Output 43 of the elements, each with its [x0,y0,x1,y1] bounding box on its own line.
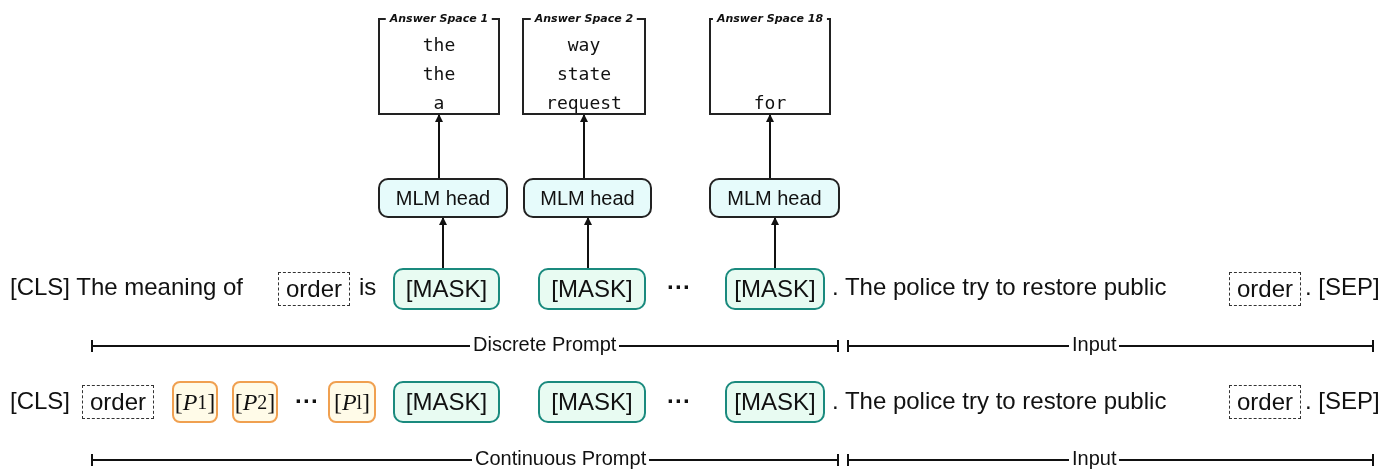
dashed-word-box: order [1229,272,1301,306]
answer-word: request [545,92,623,113]
sentence-text: is [359,275,377,299]
dashed-word-box: order [82,385,154,419]
arrow [766,114,774,179]
ellipsis: ··· [667,275,691,299]
arrow [435,114,443,179]
arrow [580,114,588,179]
dashed-word-box: order [278,272,350,306]
answer-space-title: Answer Space 1 [385,12,493,25]
mask-token-box: [MASK] [538,268,646,310]
answer-word: way [566,34,602,55]
answer-word: the [421,34,457,55]
mlm-head-box: MLM head [523,178,652,218]
answer-word: a [432,92,446,113]
mask-token-box: [MASK] [725,381,825,423]
mlm-head-box: MLM head [378,178,508,218]
answer-space-title: Answer Space 18 [712,12,828,25]
answer-word: state [555,63,613,84]
arrow [584,217,592,269]
arrow [439,217,447,269]
sentence-text: . [SEP] [1305,389,1380,413]
mask-token-box: [MASK] [393,381,500,423]
arrow [771,217,779,269]
mask-token-box: [MASK] [538,381,646,423]
bracket-label: Continuous Prompt [472,448,650,468]
answer-space-title: Answer Space 2 [530,12,638,25]
sentence-text: . [SEP] [1305,275,1380,299]
sentence-text: . The police try to restore public [832,275,1167,299]
answer-word: for [752,92,788,113]
mask-token-box: [MASK] [725,268,825,310]
ellipsis: ··· [295,389,319,413]
bracket-label: Input [1069,334,1120,354]
mask-token-box: [MASK] [393,268,500,310]
answer-word: the [421,63,457,84]
token-text: [CLS] [10,389,71,413]
bracket-label: Input [1069,448,1120,468]
dashed-word-box: order [1229,385,1301,419]
mlm-head-box: MLM head [709,178,840,218]
sentence-text: . The police try to restore public [832,389,1167,413]
bracket-label: Discrete Prompt [470,334,620,354]
ellipsis: ··· [667,389,691,413]
sentence-text: [CLS] The meaning of [10,275,244,299]
